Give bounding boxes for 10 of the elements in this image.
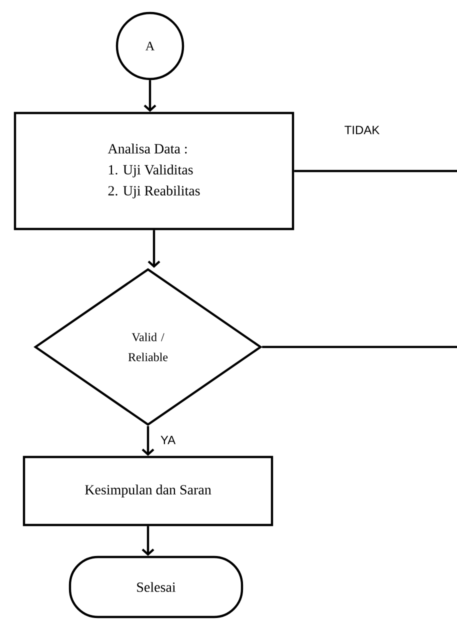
process-box: Analisa Data : 1. Uji Validitas 2. Uji Reabilitas <box>14 112 294 230</box>
connector-line <box>294 170 457 172</box>
arrow <box>144 80 156 112</box>
connector-line <box>262 346 457 348</box>
process-box: Kesimpulan dan Saran <box>22 456 274 526</box>
arrow <box>148 230 160 268</box>
arrow <box>142 426 154 456</box>
arrow <box>142 526 154 556</box>
edge-label: TIDAK <box>343 124 381 136</box>
edge-label: YA <box>159 434 177 446</box>
